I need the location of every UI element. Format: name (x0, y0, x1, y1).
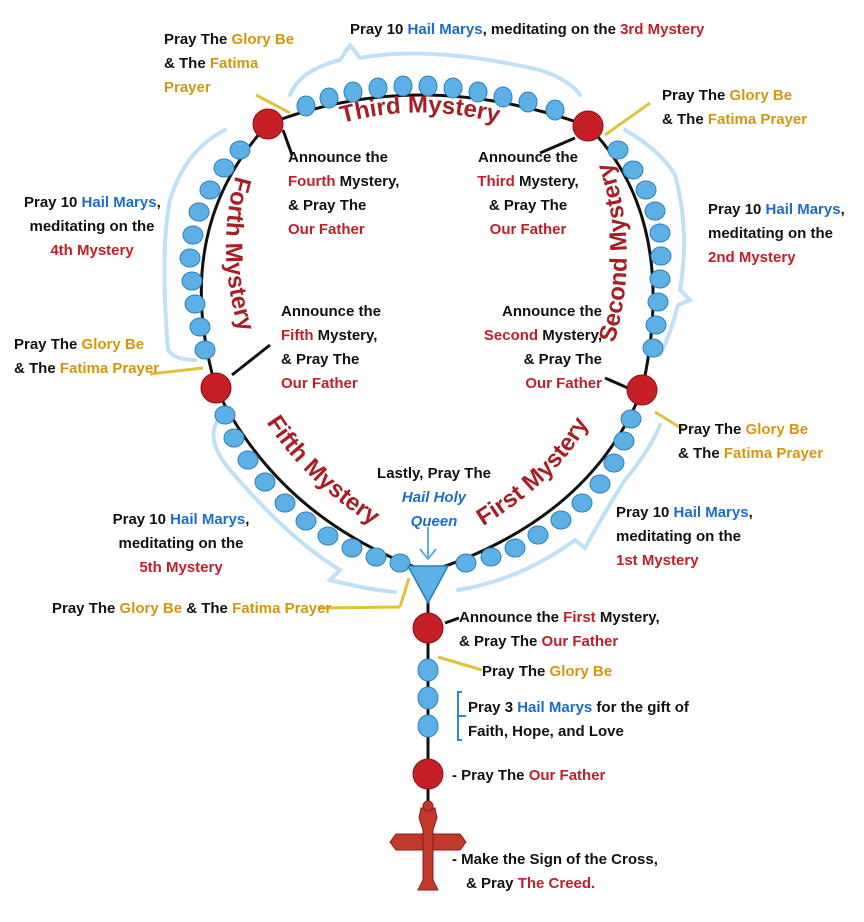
announce-fourth-label: Announce the Fourth Mystery, & Pray The … (288, 149, 400, 238)
hail-mary-beads (179, 75, 672, 738)
our-father-beads (200, 108, 658, 790)
our-father-label: - Pray The Our Father (452, 767, 606, 784)
announce-first-label: Announce the First Mystery, & Pray The O… (459, 609, 660, 650)
decade-brackets (162, 41, 694, 594)
bracket-fourth (162, 128, 227, 362)
bracket-first (456, 423, 662, 592)
three-hail-marys-label: Pray 3 Hail Marys for the gift of Faith,… (468, 699, 689, 740)
title-third-mystery: Third Mystery (337, 91, 503, 129)
leader-lines (149, 93, 685, 741)
bottom-glory-label: Pray The Glory Be & The Fatima Prayer (52, 600, 332, 617)
hail-holy-queen-label: Lastly, Pray The Hail Holy Queen (377, 465, 491, 530)
top-right-glory-label: Pray The Glory Be & The Fatima Prayer (662, 87, 808, 128)
bracket-third (288, 41, 582, 97)
title-fourth-mystery: Forth Mystery (220, 174, 260, 334)
bracket-fifth (211, 418, 397, 594)
top-hail-marys-label: Pray 10 Hail Marys, meditating on the 3r… (350, 21, 705, 38)
fifth-hail-marys-label: Pray 10 Hail Marys, meditating on the 5t… (112, 511, 250, 576)
announce-third-label: Announce the Third Mystery, & Pray The O… (477, 149, 579, 238)
announce-fifth-label: Announce the Fifth Mystery, & Pray The O… (281, 303, 381, 392)
centerpiece (406, 565, 450, 605)
announce-second-label: Announce the Second Mystery, & Pray The … (483, 303, 602, 392)
creed-label: - Make the Sign of the Cross, & Pray The… (452, 851, 658, 892)
queen-arrow (419, 527, 437, 561)
bracket-second (623, 128, 694, 357)
glory-be-label: Pray The Glory Be (482, 663, 613, 680)
left-glory-label: Pray The Glory Be & The Fatima Prayer (14, 336, 160, 377)
right-glory-label: Pray The Glory Be & The Fatima Prayer (678, 421, 824, 462)
fourth-hail-marys-label: Pray 10 Hail Marys, meditating on the 4t… (24, 194, 161, 259)
first-hail-marys-label: Pray 10 Hail Marys, meditating on the 1s… (616, 504, 753, 569)
second-hail-marys-label: Pray 10 Hail Marys, meditating on the 2n… (708, 201, 845, 266)
crucifix (389, 800, 467, 891)
title-fifth-mystery: Fifth Mystery (261, 411, 385, 531)
top-left-glory-label: Pray The Glory Be & The Fatima Prayer (164, 31, 295, 96)
